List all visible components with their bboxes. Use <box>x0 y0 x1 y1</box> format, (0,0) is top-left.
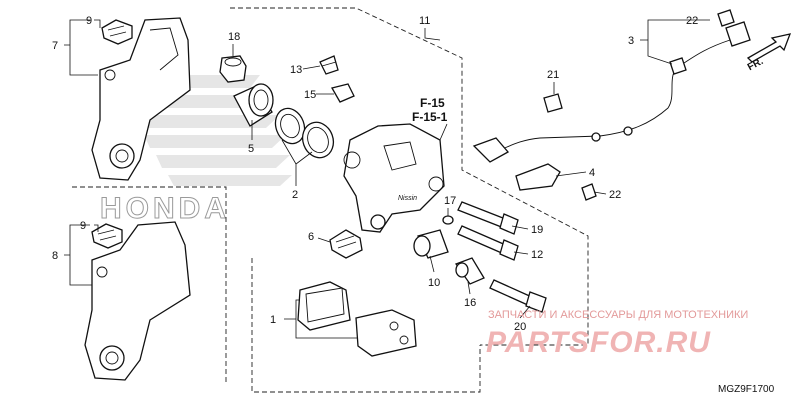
front-direction-arrow <box>746 33 792 63</box>
bleeder-screw <box>319 55 339 75</box>
caliper-piston <box>233 83 274 127</box>
pad-retainer-clip-lower <box>91 223 123 249</box>
callout-2: 2 <box>292 189 298 201</box>
pad-retainer-clip-upper <box>101 19 133 45</box>
callout-18: 18 <box>228 31 240 43</box>
callout-20: 21 <box>547 69 559 81</box>
bleeder-cap <box>331 83 355 103</box>
diagram-code: MGZ9F1700 <box>718 384 775 395</box>
callout-17: 19 <box>531 224 543 236</box>
callout-1: 1 <box>270 314 276 326</box>
pin-boot <box>219 55 247 83</box>
callout-13: 13 <box>290 64 302 76</box>
callout-8: 7 <box>52 40 58 52</box>
callout-16: 17 <box>444 195 456 207</box>
caliper-bolt <box>489 279 547 313</box>
callout-9-upper: 9 <box>86 15 92 27</box>
group-box-7 <box>72 186 227 383</box>
callout-14: 15 <box>304 89 316 101</box>
sealing-washer <box>442 215 454 225</box>
callout-4: 4 <box>589 167 595 179</box>
slide-pin <box>457 225 519 261</box>
callout-5: 5 <box>248 143 254 155</box>
callout-15: 16 <box>464 297 476 309</box>
leader-lines <box>64 19 710 339</box>
group-box-1 <box>251 258 481 393</box>
sensor-bracket <box>515 163 561 191</box>
speed-sensor-wire <box>472 9 751 163</box>
reference-f15: F-15 <box>420 96 445 110</box>
caliper-brand-mark: Nissin <box>398 195 417 202</box>
brake-pad-set <box>297 281 417 357</box>
hose-clamp <box>543 93 563 113</box>
watermark-logo: PARTSFOR.RU <box>486 326 711 359</box>
pad-spring <box>329 229 363 259</box>
caliper-body: Nissin <box>343 123 445 233</box>
watermark-caption: ЗАПЧАСТИ И АКСЕССУАРЫ ДЛЯ МОТОТЕХНИКИ <box>488 309 748 321</box>
callout-21: 22 <box>686 15 698 27</box>
callout-3: 3 <box>628 35 634 47</box>
group-box-11 <box>230 7 589 346</box>
callout-22: 22 <box>609 189 621 201</box>
pin-sleeve <box>454 257 485 285</box>
callout-7: 8 <box>52 250 58 262</box>
piston-seal-set <box>274 107 335 159</box>
caliper-pin <box>457 201 519 235</box>
callout-12: 12 <box>531 249 543 261</box>
reference-f15-1: F-15-1 <box>412 110 448 124</box>
pin-boot-lower <box>413 229 449 259</box>
callout-19: 20 <box>514 321 526 333</box>
callout-10: 10 <box>428 277 440 289</box>
caliper-bracket-upper <box>91 17 191 181</box>
bracket-bolt <box>581 183 597 201</box>
callout-6: 6 <box>308 231 314 243</box>
callout-9-lower: 9 <box>80 220 86 232</box>
caliper-bracket-lower <box>84 221 191 381</box>
honda-background-text: HONDA <box>100 192 230 225</box>
callout-11: 11 <box>419 15 430 27</box>
